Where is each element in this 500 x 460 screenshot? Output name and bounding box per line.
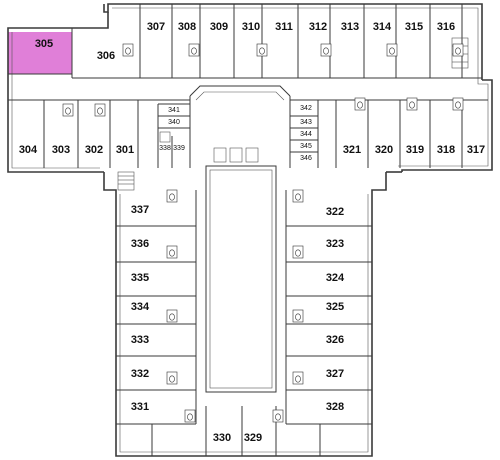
room-label-313[interactable]: 313 bbox=[341, 21, 359, 33]
room-label-338[interactable]: 338 bbox=[159, 145, 171, 152]
toilet-fixture bbox=[452, 43, 464, 57]
room-label-331[interactable]: 331 bbox=[131, 401, 149, 413]
toilet-fixture bbox=[452, 97, 464, 111]
room-label-310[interactable]: 310 bbox=[242, 21, 260, 33]
room-label-312[interactable]: 312 bbox=[309, 21, 327, 33]
room-label-339[interactable]: 339 bbox=[173, 145, 185, 152]
toilet-fixture bbox=[292, 245, 304, 259]
room-label-316[interactable]: 316 bbox=[437, 21, 455, 33]
toilet-fixture bbox=[188, 43, 200, 57]
toilet-fixture bbox=[94, 103, 106, 117]
room-label-303[interactable]: 303 bbox=[52, 144, 70, 156]
room-label-325[interactable]: 325 bbox=[326, 301, 344, 313]
room-labels: 305 306 307 308 309 310 311 312 313 314 … bbox=[19, 21, 485, 444]
room-label-329[interactable]: 329 bbox=[244, 432, 262, 444]
south-west-rooms-walls bbox=[116, 190, 243, 456]
room-label-322[interactable]: 322 bbox=[326, 206, 344, 218]
toilet-fixture bbox=[272, 409, 284, 423]
room-label-333[interactable]: 333 bbox=[131, 334, 149, 346]
toilet-fixture bbox=[62, 103, 74, 117]
south-east-rooms-walls bbox=[275, 190, 372, 456]
room-label-337[interactable]: 337 bbox=[131, 204, 149, 216]
building-outline bbox=[7, 3, 493, 457]
room-label-345[interactable]: 345 bbox=[300, 143, 312, 150]
room-label-346[interactable]: 346 bbox=[300, 155, 312, 162]
room-label-306[interactable]: 306 bbox=[97, 50, 115, 62]
toilet-fixture bbox=[292, 371, 304, 385]
room-label-334[interactable]: 334 bbox=[131, 301, 150, 313]
toilet-fixture bbox=[166, 189, 178, 203]
room-label-320[interactable]: 320 bbox=[375, 144, 393, 156]
atrium bbox=[205, 165, 277, 393]
room-label-318[interactable]: 318 bbox=[437, 144, 455, 156]
toilet-fixture bbox=[256, 43, 268, 57]
toilet-fixture bbox=[184, 409, 196, 423]
room-label-342[interactable]: 342 bbox=[300, 105, 312, 112]
room-label-336[interactable]: 336 bbox=[131, 238, 149, 250]
room-label-326[interactable]: 326 bbox=[326, 334, 344, 346]
room-label-341[interactable]: 341 bbox=[168, 107, 180, 114]
room-label-324[interactable]: 324 bbox=[326, 272, 345, 284]
room-label-327[interactable]: 327 bbox=[326, 368, 344, 380]
bathroom-fixtures bbox=[62, 43, 464, 423]
toilet-fixture bbox=[354, 97, 366, 111]
room-label-328[interactable]: 328 bbox=[326, 401, 344, 413]
room-label-340[interactable]: 340 bbox=[168, 119, 180, 126]
room-label-319[interactable]: 319 bbox=[406, 144, 424, 156]
toilet-fixture bbox=[292, 189, 304, 203]
room-305-highlight[interactable] bbox=[8, 32, 72, 74]
room-label-332[interactable]: 332 bbox=[131, 368, 149, 380]
toilet-fixture bbox=[166, 371, 178, 385]
toilet-fixture bbox=[122, 43, 134, 57]
toilet-fixture bbox=[386, 43, 398, 57]
room-label-335[interactable]: 335 bbox=[131, 272, 149, 284]
north-rooms-walls bbox=[8, 4, 482, 79]
toilet-fixture bbox=[320, 43, 332, 57]
room-label-304[interactable]: 304 bbox=[19, 144, 38, 156]
room-label-314[interactable]: 314 bbox=[373, 21, 392, 33]
room-label-343[interactable]: 343 bbox=[300, 119, 312, 126]
room-label-302[interactable]: 302 bbox=[85, 144, 103, 156]
toilet-fixture bbox=[406, 97, 418, 111]
room-label-309[interactable]: 309 bbox=[210, 21, 228, 33]
room-label-344[interactable]: 344 bbox=[300, 131, 312, 138]
room-label-308[interactable]: 308 bbox=[178, 21, 196, 33]
room-label-330[interactable]: 330 bbox=[213, 432, 231, 444]
room-label-317[interactable]: 317 bbox=[467, 144, 485, 156]
room-label-315[interactable]: 315 bbox=[405, 21, 423, 33]
room-label-301[interactable]: 301 bbox=[116, 144, 134, 156]
toilet-fixture bbox=[166, 245, 178, 259]
room-label-311[interactable]: 311 bbox=[275, 21, 293, 33]
room-label-323[interactable]: 323 bbox=[326, 238, 344, 250]
room-label-307[interactable]: 307 bbox=[147, 21, 165, 33]
central-lobby bbox=[189, 85, 291, 163]
toilet-fixture bbox=[292, 309, 304, 323]
stairs bbox=[117, 37, 469, 191]
room-label-305[interactable]: 305 bbox=[35, 38, 53, 50]
east-rooms-walls bbox=[289, 96, 463, 168]
room-label-321[interactable]: 321 bbox=[343, 144, 361, 156]
toilet-fixture bbox=[166, 309, 178, 323]
